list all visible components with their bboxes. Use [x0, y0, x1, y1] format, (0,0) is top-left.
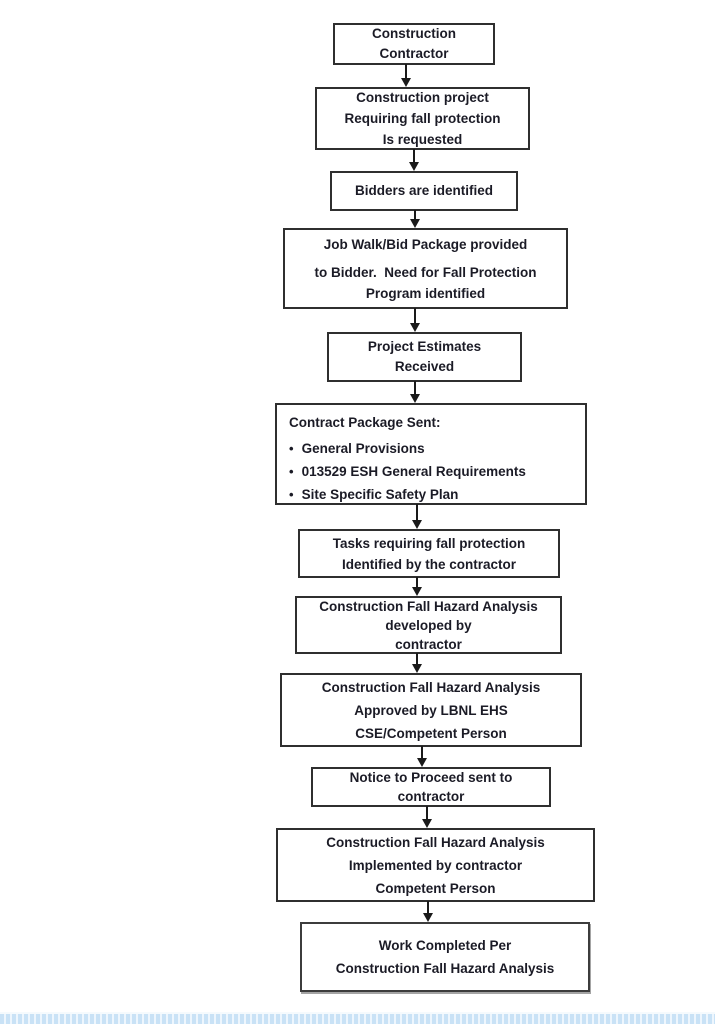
box-text-line: Project Estimates: [367, 339, 482, 354]
bullet-item: • Site Specific Safety Plan: [289, 484, 526, 506]
box-text-line: developed by: [385, 617, 472, 633]
bullet-item: • General Provisions: [289, 438, 526, 460]
box-text-line: Job Walk/Bid Package provided: [323, 236, 528, 252]
flow-arrow-down: [416, 746, 428, 767]
bullet-text: 013529 ESH General Requirements: [301, 464, 526, 479]
flow-box-construction-project-requested: Construction project Requiring fall prot…: [315, 87, 530, 150]
bullet-text: General Provisions: [301, 441, 425, 456]
flow-arrow-down: [422, 901, 434, 922]
box-text-line: Program identified: [365, 285, 486, 301]
box-text-line: Tasks requiring fall protection: [332, 535, 526, 551]
flow-box-notice-to-proceed: Notice to Proceed sent to contractor: [311, 767, 551, 807]
box-text-line: Construction Fall Hazard Analysis: [321, 679, 541, 695]
flow-box-job-walk-bid-package: Job Walk/Bid Package provided to Bidder.…: [283, 228, 568, 309]
box-text-line: Construction Fall Hazard Analysis: [335, 961, 555, 976]
box-text-line: Bidders are identified: [354, 183, 494, 198]
box-text-line: CSE/Competent Person: [355, 725, 507, 741]
flow-arrow-down: [411, 653, 423, 673]
flow-arrow-down: [409, 308, 421, 332]
box-text-line: Requiring fall protection: [344, 111, 501, 126]
box-text-line: Implemented by contractor: [348, 857, 523, 873]
flow-box-contract-package-sent: Contract Package Sent: • General Provisi…: [275, 403, 587, 505]
flow-arrow-down: [408, 149, 420, 171]
flow-box-fall-hazard-analysis-developed: Construction Fall Hazard Analysis develo…: [295, 596, 562, 654]
box-text-line: Construction Fall Hazard Analysis: [319, 598, 538, 614]
box-text-line: Competent Person: [375, 880, 496, 896]
box-text-line: Construction: [372, 26, 456, 41]
flow-arrow-down: [409, 210, 421, 228]
box-text-line: Approved by LBNL EHS: [354, 702, 508, 718]
box-text-line: Work Completed Per: [378, 938, 512, 953]
flow-arrow-down: [400, 64, 412, 87]
flow-box-work-completed: Work Completed Per Construction Fall Haz…: [300, 922, 590, 992]
box-heading: Contract Package Sent:: [289, 415, 441, 430]
flow-box-fall-hazard-analysis-approved: Construction Fall Hazard Analysis Approv…: [280, 673, 582, 747]
page-bottom-edge-strip: [0, 1012, 715, 1024]
flow-arrow-down: [411, 577, 423, 596]
flow-arrow-down: [409, 381, 421, 403]
box-text-line: Contractor: [379, 46, 449, 61]
box-text-line: contractor: [395, 636, 462, 652]
box-text-line: Identified by the contractor: [341, 556, 517, 572]
flow-box-tasks-requiring-fall-protection: Tasks requiring fall protection Identifi…: [298, 529, 560, 578]
bullet-list: • General Provisions • 013529 ESH Genera…: [289, 437, 526, 506]
bullet-text: Site Specific Safety Plan: [301, 487, 459, 502]
flow-box-project-estimates-received: Project Estimates Received: [327, 332, 522, 382]
bullet-dot: •: [289, 464, 294, 479]
bullet-dot: •: [289, 441, 294, 456]
box-text-line: to Bidder. Need for Fall Protection: [314, 264, 537, 280]
box-text-line: Is requested: [382, 132, 463, 147]
flow-box-construction-contractor: Construction Contractor: [333, 23, 495, 65]
box-text-line: Construction project: [356, 90, 489, 105]
flow-arrow-down: [421, 806, 433, 828]
bullet-item: • 013529 ESH General Requirements: [289, 461, 526, 483]
flow-box-fall-hazard-analysis-implemented: Construction Fall Hazard Analysis Implem…: [276, 828, 595, 902]
box-text-line: contractor: [397, 789, 465, 804]
flow-arrow-down: [411, 504, 423, 529]
box-text-line: Construction Fall Hazard Analysis: [326, 834, 545, 850]
box-text-line: Notice to Proceed sent to: [349, 770, 513, 785]
bullet-dot: •: [289, 487, 294, 502]
box-text-line: Received: [394, 359, 455, 374]
flow-box-bidders-identified: Bidders are identified: [330, 171, 518, 211]
